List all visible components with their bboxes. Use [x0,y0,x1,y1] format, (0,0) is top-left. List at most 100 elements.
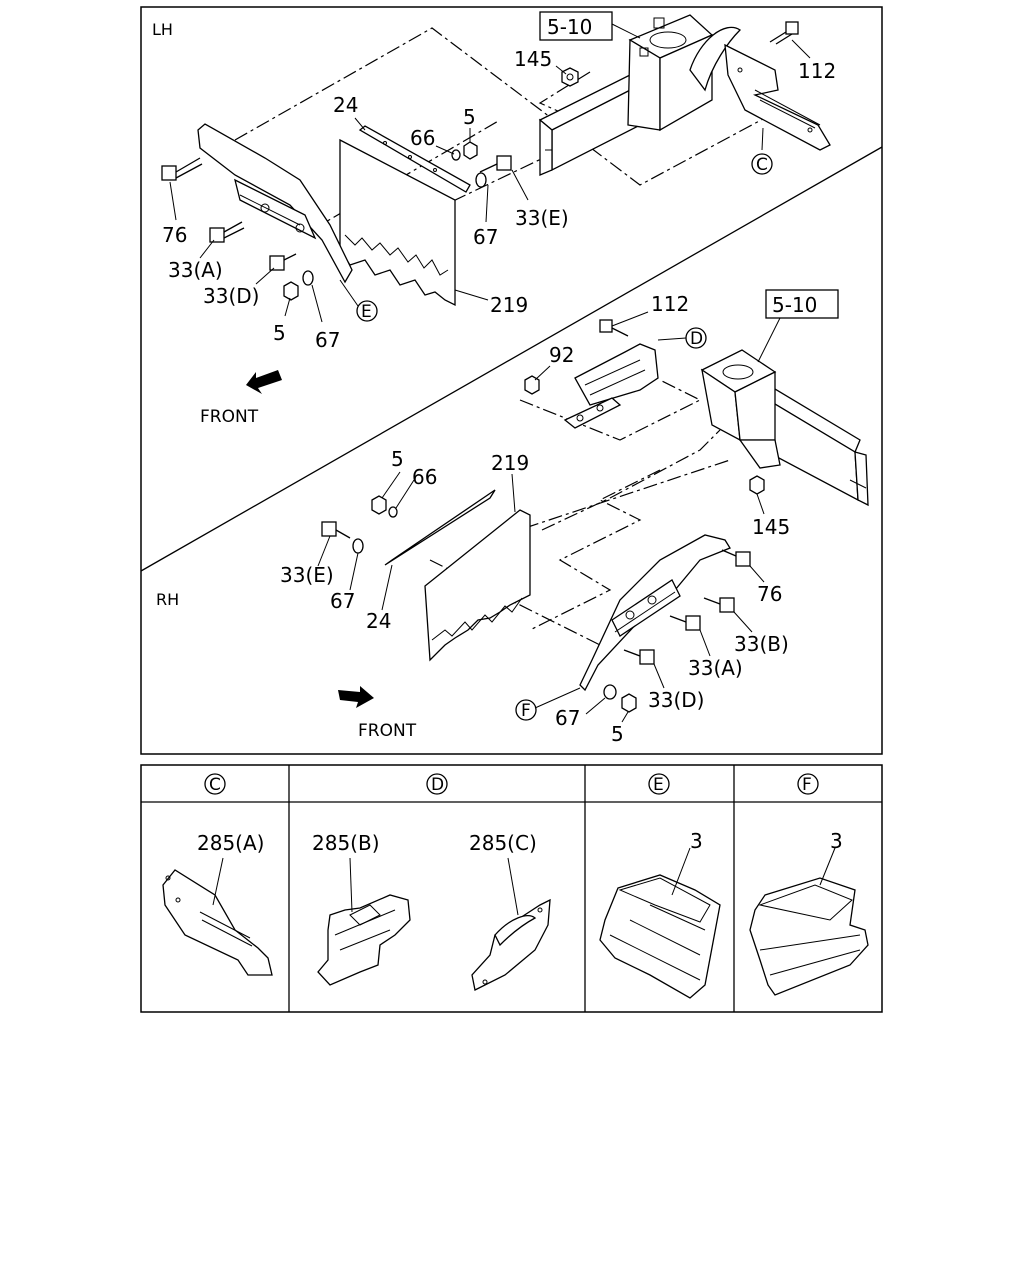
rh-label-33d: 33(D) [648,688,704,712]
lh-label-66: 66 [410,126,435,150]
rh-bolt-33a [669,615,701,631]
rh-leader-lines [317,311,781,723]
table-header-e: E [648,773,670,795]
main-diagram-frame [140,6,883,755]
rh-nut-5b [621,693,637,713]
svg-text:E: E [361,302,372,322]
lh-label-76: 76 [162,223,187,247]
rh-label-24: 24 [366,609,391,633]
lh-mount-bracket [197,123,353,284]
rh-bolt-76 [721,549,751,567]
detail-d-bracket-c [471,857,551,991]
lh-label-112: 112 [798,59,836,83]
rh-label-219: 219 [491,451,529,475]
rh-label-66: 66 [412,465,437,489]
rh-label-76: 76 [757,582,782,606]
detail-e-part-label: 3 [690,829,703,853]
svg-text:F: F [521,701,531,721]
lh-bracket-c [724,43,831,151]
lh-detail-marker-c: C [751,153,773,175]
rh-washer-67a [352,538,364,554]
rh-reference-box [765,289,839,319]
table-header-c: C [204,773,226,795]
rh-label-145: 145 [752,515,790,539]
svg-text:C: C [756,155,768,175]
detail-c-bracket [162,857,273,976]
rh-label-112: 112 [651,292,689,316]
rh-bolt-33b [703,597,735,613]
detail-f-part-label: 3 [830,829,843,853]
lh-washer-66 [451,149,461,161]
lh-section-label: LH [152,20,173,39]
lh-washer-67b [302,270,314,286]
lh-tower-assembly [627,14,742,132]
lh-label-145: 145 [514,47,552,71]
lh-label-24: 24 [333,93,358,117]
lh-frame-rail [538,69,652,176]
rh-bolt-33e [321,521,351,539]
detail-d-part-label-c: 285(C) [469,831,537,855]
lh-label-67b: 67 [315,328,340,352]
rh-detail-marker-f: F [515,699,537,721]
rh-label-92: 92 [549,343,574,367]
rh-label-33a: 33(A) [688,656,743,680]
svg-text:D: D [431,775,444,795]
rh-front-arrow-icon [338,686,374,708]
lh-bolt-33a [209,221,245,243]
rh-bolt-112 [599,319,629,337]
rh-label-67a: 67 [330,589,355,613]
lh-label-33d: 33(D) [203,284,259,308]
svg-text:F: F [802,775,812,795]
lh-front-label: FRONT [200,407,259,427]
rh-mudflap [424,509,531,662]
rh-callouts: 112 92 5 66 219 145 76 33(B) 33(A) 33(D)… [280,292,790,746]
rh-nut-5a [371,495,387,515]
detail-c-part-label: 285(A) [197,831,264,855]
lh-bolt-33e [479,155,512,173]
rh-washer-67b [603,684,617,700]
detail-d-bracket-b [317,857,411,986]
table-header-f: F [797,773,819,795]
lh-label-5b: 5 [273,321,286,345]
lh-leader-lines [169,23,811,323]
lh-label-33a: 33(A) [168,258,223,282]
rh-nut-145 [749,475,765,495]
detail-d-part-label-b: 285(B) [312,831,380,855]
rh-nut-92 [524,375,540,395]
rh-bracket-d [563,343,659,429]
lh-detail-marker-e: E [356,300,378,322]
lh-reference-box [539,11,613,41]
detail-table [140,764,883,1013]
lh-callouts: 145 112 24 66 5 76 33(E) 67 33(A) 33(D) … [162,47,836,352]
detail-e-bracket [599,847,721,999]
rh-front-label: FRONT [358,721,417,741]
lh-bolt-76 [161,157,203,181]
lh-label-219: 219 [490,293,528,317]
lh-bolt-112 [769,21,799,45]
rh-bolt-33d [623,649,655,665]
lh-front-arrow-icon [246,370,282,394]
lh-mudflap [339,138,456,307]
rh-label-67b: 67 [555,706,580,730]
lh-label-67a: 67 [473,225,498,249]
svg-text:C: C [209,775,221,795]
lh-reference-label: 5-10 [547,15,592,39]
section-divider-line [140,146,883,572]
svg-text:E: E [653,775,664,795]
rh-section-label: RH [156,590,179,609]
rh-label-33b: 33(B) [734,632,789,656]
table-header-d: D [426,773,448,795]
rh-label-33e: 33(E) [280,563,334,587]
rh-washer-66 [388,506,398,518]
lh-nut-5a [463,141,478,160]
svg-text:D: D [690,329,703,349]
rh-mount-bracket [579,534,731,692]
lh-bolt-33d [269,253,297,271]
lh-nut-145 [561,67,579,87]
rh-label-5a: 5 [391,447,404,471]
rh-label-5b: 5 [611,722,624,746]
lh-washer-67a [475,172,487,188]
lh-nut-5b [283,281,299,301]
rh-detail-marker-d: D [685,327,707,349]
